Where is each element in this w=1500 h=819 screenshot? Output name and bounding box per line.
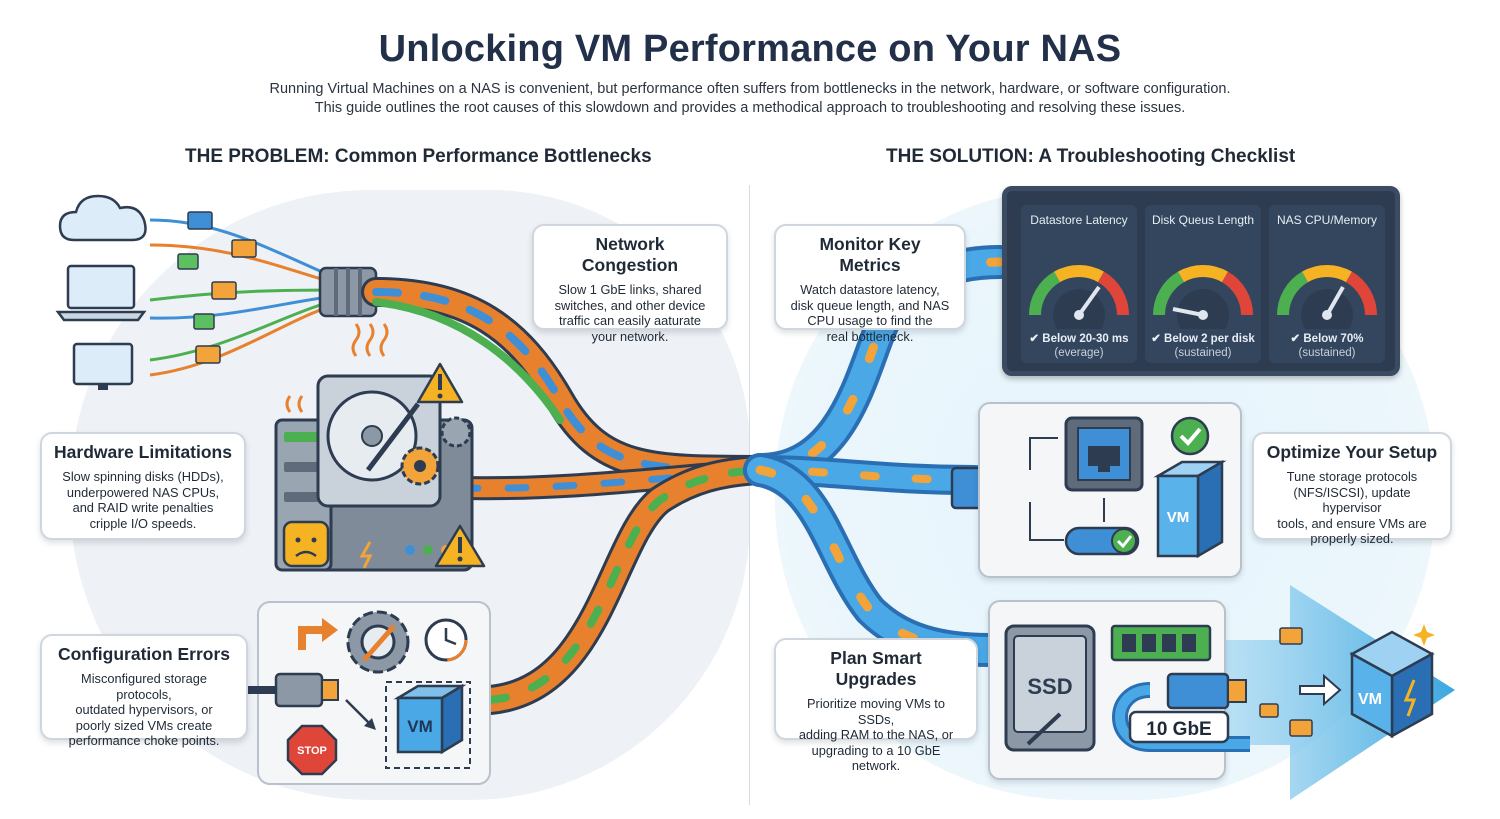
- heat-waves-icon: [285, 323, 389, 413]
- solution-heading: THE SOLUTION: A Troubleshooting Checklis…: [886, 146, 1296, 167]
- gauge-card-queue: Disk Queus Length ✔ Below 2 per disk (su…: [1145, 205, 1261, 363]
- gauge-label: NAS CPU/Memory: [1276, 213, 1377, 227]
- cloud-icon: [58, 194, 147, 242]
- gauge-value: ✔ Below 20-30 ms: [1029, 333, 1129, 345]
- callout-title: Network Congestion: [581, 234, 679, 275]
- speed-arrow: [1080, 585, 1455, 800]
- stop-label: STOP: [297, 745, 327, 757]
- vm-box-label: VM: [1167, 509, 1190, 526]
- email-packets-icon: [1259, 627, 1313, 737]
- callout-text: Tune storage protocols (NFS/ISCSI), upda…: [1277, 469, 1427, 546]
- callout-hardware-limitations: Hardware Limitations Slow spinning disks…: [40, 432, 246, 540]
- clock-icon: [424, 618, 468, 662]
- callout-title: Optimize Your Setup: [1266, 442, 1438, 462]
- gauge-note: (sustained): [1298, 347, 1356, 359]
- gauge-card-latency: Datastore Latency ✔ Below 20-30 ms (ever…: [1021, 205, 1137, 363]
- gauge-label: Disk Queus Length: [1151, 213, 1255, 227]
- callout-text: Slow spinning disks (HDDs), underpowered…: [62, 469, 224, 531]
- toggle-switch-icon: [1064, 526, 1140, 556]
- callout-title: Hardware Limitations: [54, 442, 232, 462]
- network-port-icon: [1064, 416, 1144, 492]
- callout-title: Monitor Key Metrics: [819, 234, 921, 275]
- callout-text: Prioritize moving VMs to SSDs, adding RA…: [798, 696, 954, 773]
- callout-title: Configuration Errors: [57, 644, 231, 664]
- callout-text: Watch datastore latency, disk queue leng…: [790, 282, 950, 344]
- callout-optimize-setup: Optimize Your Setup Tune storage protoco…: [1252, 432, 1452, 546]
- gauge-value: ✔ Below 2 per disk: [1151, 333, 1255, 345]
- callout-text: Misconfigured storage protocols, outdate…: [68, 671, 220, 748]
- laptop-icon: [55, 264, 147, 322]
- vm-label: VM: [407, 717, 433, 736]
- vm-box-icon: VM: [1153, 459, 1227, 559]
- gauge-card-cpu: NAS CPU/Memory ✔ Below 70% (sustained): [1269, 205, 1385, 363]
- ethernet-plug-icon: [248, 672, 376, 730]
- ssd-label: SSD: [1027, 674, 1072, 699]
- gauge-dial-icon: [1029, 265, 1129, 329]
- gauge-label: Datastore Latency: [1030, 213, 1128, 227]
- gauge-value: ✔ Below 70%: [1290, 333, 1364, 345]
- callout-text: Slow 1 GbE links, shared switches, and o…: [554, 282, 706, 344]
- gauge-note: (everage): [1054, 347, 1104, 359]
- flow-arrows: [1029, 437, 1105, 541]
- settings-gear-icon: [346, 610, 410, 674]
- glowing-vm-label: VM: [1358, 691, 1382, 708]
- callout-title: Plan Smart Upgrades: [830, 648, 922, 689]
- page-subtitle: Running Virtual Machines on a NAS is con…: [0, 80, 1500, 118]
- net-speed-label: 10 GbE: [1146, 719, 1211, 740]
- ssd-icon: SSD: [1004, 624, 1096, 752]
- ram-module-icon: [1110, 624, 1212, 662]
- subtitle-line-1: Running Virtual Machines on a NAS is con…: [269, 81, 1231, 97]
- problem-heading: THE PROBLEM: Common Performance Bottlene…: [185, 146, 652, 167]
- warning-icon: [416, 362, 464, 404]
- desktop-icon: [72, 342, 134, 390]
- metrics-dashboard: Datastore Latency ✔ Below 20-30 ms (ever…: [1002, 186, 1400, 376]
- gauge-note: (sustained): [1174, 347, 1232, 359]
- callout-monitor-metrics: Monitor Key Metrics Watch datastore late…: [774, 224, 966, 344]
- callout-configuration-errors: Configuration Errors Misconfigured stora…: [40, 634, 248, 748]
- gear-icon: [400, 416, 472, 486]
- envelope-icon: [177, 211, 257, 364]
- fiber-cable-icon: 10 GbE: [1112, 672, 1250, 752]
- gauge-dial-icon: [1277, 265, 1377, 329]
- stop-sign-icon: STOP: [286, 724, 338, 776]
- callout-smart-upgrades: Plan Smart Upgrades Prioritize moving VM…: [774, 638, 978, 773]
- subtitle-line-2: This guide outlines the root causes of t…: [314, 100, 1186, 116]
- glowing-vm-icon: VM: [1349, 624, 1435, 739]
- page-title: Unlocking VM Performance on Your NAS: [378, 28, 1122, 70]
- redirect-arrow-icon: [298, 618, 338, 650]
- warning-icon-2: [434, 524, 486, 568]
- callout-network-congestion: Network Congestion Slow 1 GbE links, sha…: [532, 224, 728, 344]
- sad-face-icon: [282, 520, 330, 568]
- center-divider: [749, 185, 750, 805]
- right-arrow-icon: [1299, 673, 1342, 707]
- checkmark-icon: [1170, 416, 1210, 456]
- gauge-dial-icon: [1153, 265, 1253, 329]
- problem-cables: [361, 277, 775, 715]
- vm-cube-icon: VM: [393, 683, 467, 755]
